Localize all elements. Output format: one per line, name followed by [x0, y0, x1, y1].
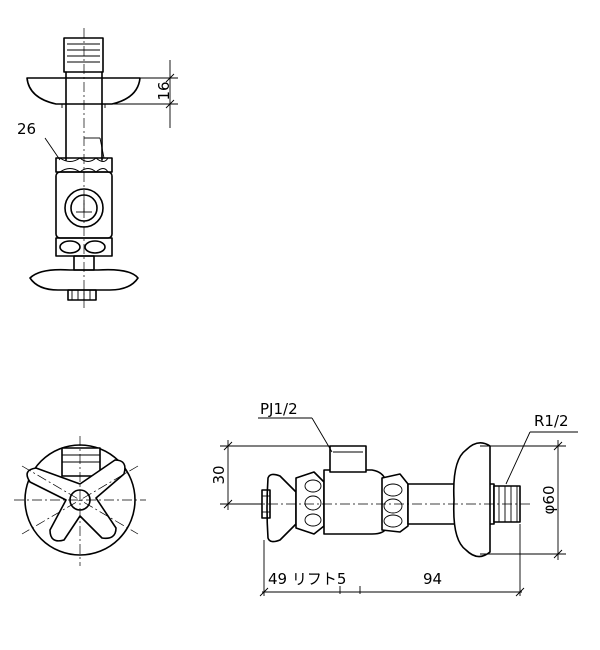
gland-nut — [295, 471, 325, 535]
dim-30-label: 30 — [210, 465, 228, 484]
top-threaded-nipple — [63, 37, 104, 73]
top-view: 16 26 — [17, 28, 178, 310]
bottom-handle-stub — [67, 289, 97, 301]
upper-nut — [55, 157, 113, 173]
side-view: 30 PJ1/2 R1/2 φ60 49 リフト5 94 — [210, 400, 578, 597]
union-nut — [381, 473, 409, 533]
inlet-stub — [329, 445, 367, 473]
handle-view — [14, 436, 146, 566]
side-handle — [266, 473, 297, 543]
inlet-thread-label: PJ1/2 — [260, 400, 298, 418]
inlet-thread-leader — [311, 417, 333, 453]
dim-26-leader — [44, 137, 61, 161]
dim-49-lift-label: 49 リフト5 — [268, 570, 346, 588]
dim-16-label: 16 — [155, 81, 173, 100]
wall-escutcheon — [452, 442, 491, 558]
upper-escutcheon — [26, 77, 141, 105]
dim-phi60-label: φ60 — [540, 486, 558, 515]
outlet-thread-label: R1/2 — [534, 412, 569, 430]
lower-escutcheon — [29, 268, 139, 291]
outlet-thread-leader — [505, 431, 531, 485]
side-valve-body — [323, 469, 387, 535]
dim-26-label: 26 — [17, 120, 36, 138]
dim-94-label: 94 — [423, 570, 442, 588]
